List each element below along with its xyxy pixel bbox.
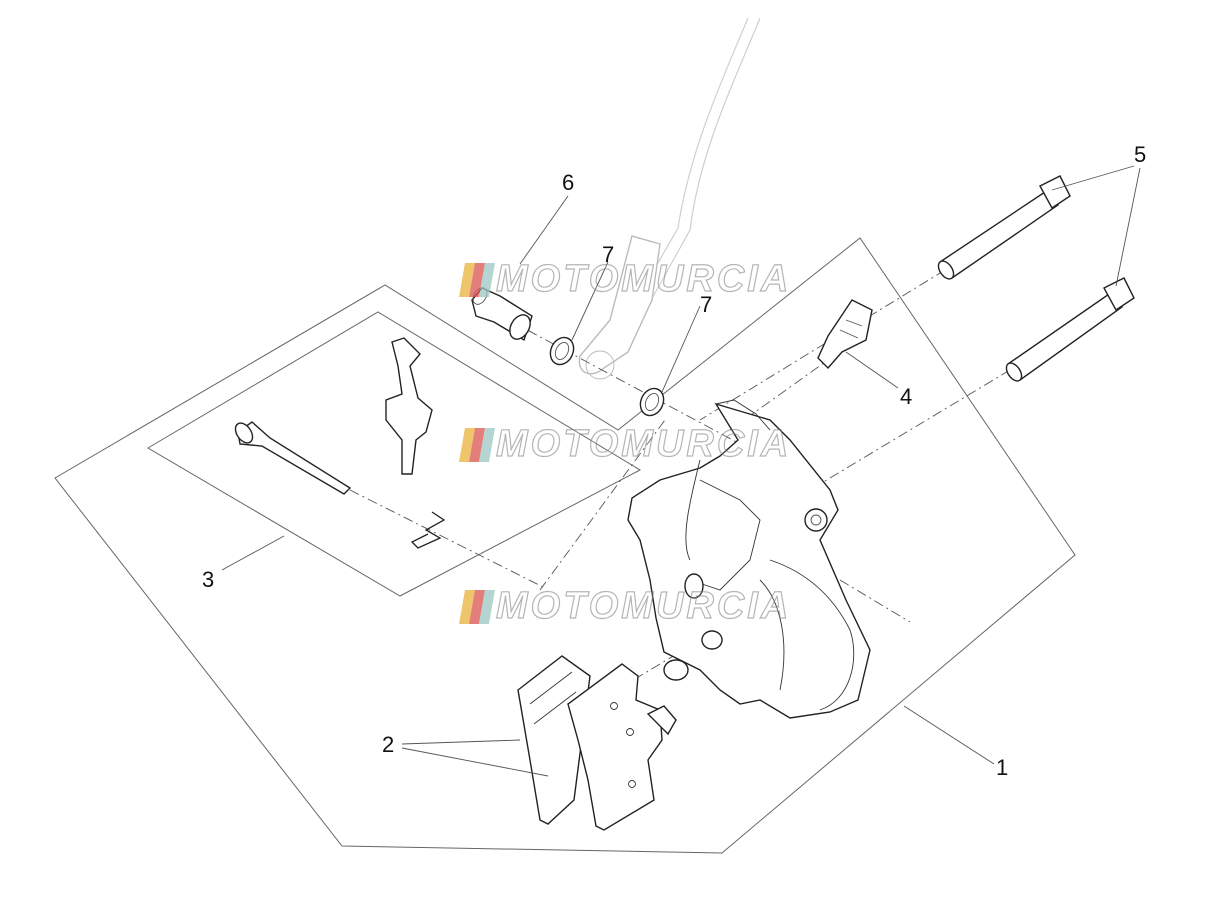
watermark-text: MOTOMURCIA: [495, 257, 792, 300]
callout-label-4: 4: [900, 384, 913, 409]
callout-label-5: 5: [1134, 142, 1147, 167]
assembly-frame-3: [147, 311, 642, 597]
pin-clip: [410, 511, 446, 549]
sealing-washer: [639, 387, 665, 417]
callout-label-7: 7: [602, 242, 615, 267]
bleed-valve: [817, 299, 873, 370]
watermark-logo: MOTOMURCIA: [459, 422, 792, 466]
watermark-logo: MOTOMURCIA: [459, 584, 792, 628]
flag-icon: [459, 262, 495, 297]
pad-spring: [385, 337, 433, 475]
brake-hose: [578, 17, 761, 380]
callout-label-7: 7: [700, 292, 713, 317]
brake-pad: [567, 663, 677, 831]
watermark-text: MOTOMURCIA: [495, 422, 792, 465]
leader-lines: [221, 165, 1141, 777]
callout-label-1: 1: [996, 755, 1009, 780]
caliper-mounting-bolt: [937, 175, 1071, 280]
brake-caliper-body: [627, 399, 871, 719]
watermark-logo: MOTOMURCIA: [459, 257, 792, 301]
watermark-text: MOTOMURCIA: [495, 584, 792, 627]
brake-pad: [517, 655, 591, 825]
sealing-washer: [549, 336, 575, 366]
banjo-bolt: [471, 287, 533, 342]
callout-label-3: 3: [202, 567, 215, 592]
callout-label-2: 2: [382, 732, 395, 757]
callout-label-6: 6: [562, 170, 575, 195]
flag-icon: [459, 427, 495, 462]
pad-retaining-pin: [234, 421, 352, 495]
flag-icon: [459, 589, 495, 624]
caliper-mounting-bolt: [1005, 277, 1135, 382]
assembly-frame-1: [54, 237, 1076, 854]
